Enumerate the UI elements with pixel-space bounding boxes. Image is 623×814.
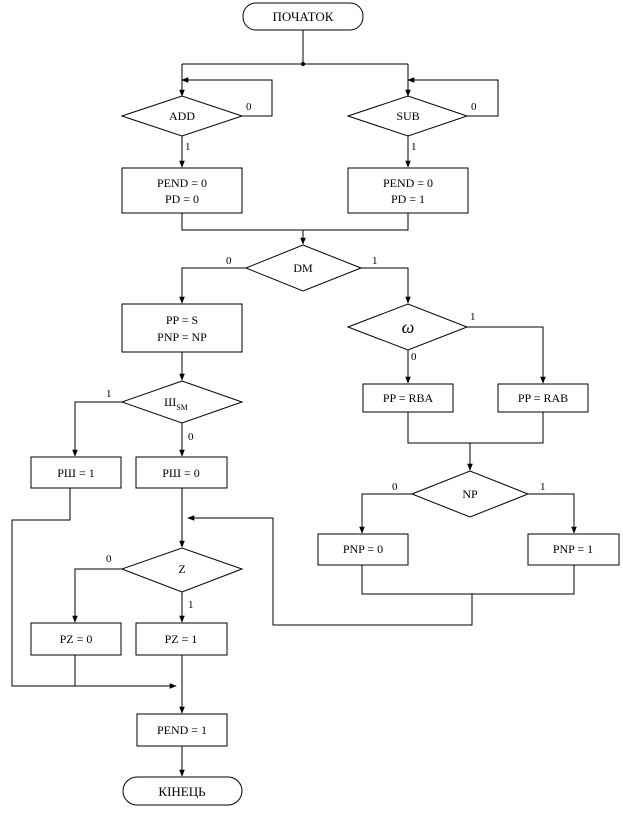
decision-sh-label: ШSM [164,395,188,412]
end-terminal: КІНЕЦЬ [122,776,243,806]
sh-yes-label: 1 [106,388,112,400]
dm-no-label: 0 [226,255,232,267]
decision-add: ADD [120,95,244,137]
start-terminal: ПОЧАТОК [242,2,364,31]
np-no-label: 0 [392,481,398,493]
block-add-pd: PD = 0 [165,192,199,206]
dm-yes-label: 1 [372,255,378,267]
decision-sh: ШSM [120,380,244,424]
z-no-label: 0 [106,553,112,565]
block-pz1: PZ = 1 [135,622,228,656]
block-pp-s-line2: PNP = NP [157,330,207,344]
block-pz0: PZ = 0 [30,622,122,656]
end-label: КІНЕЦЬ [158,784,206,799]
z-yes-label: 1 [188,599,194,611]
start-label: ПОЧАТОК [273,9,334,24]
block-pz1-label: PZ = 1 [165,632,198,646]
block-psh0-label: PШ = 0 [162,466,200,480]
block-pnp0: PNP = 0 [317,533,409,566]
add-yes-label: 1 [185,141,191,153]
np-yes-label: 1 [540,481,546,493]
block-pp-s: PP = S PNP = NP [121,303,243,353]
decision-dm: DM [244,244,363,292]
decision-np-label: NP [462,487,478,501]
decision-dm-label: DM [293,261,313,275]
branch-labels: 0 1 0 1 0 1 0 1 1 0 0 1 0 1 [106,101,546,611]
block-pp-rab: PP = RAB [497,383,589,413]
sub-no-label: 0 [471,101,477,113]
add-no-label: 0 [246,101,252,113]
sh-no-label: 0 [188,431,194,443]
block-add: PEND = 0 PD = 0 [121,167,243,214]
block-psh1-label: PШ = 1 [57,466,95,480]
omega-no-label: 0 [411,351,417,363]
block-psh0: PШ = 0 [135,456,228,489]
decision-omega: ω [346,303,469,351]
decision-z: Z [120,547,244,593]
decision-z-label: Z [178,562,185,576]
block-add-pend: PEND = 0 [157,176,207,190]
omega-yes-label: 1 [470,311,476,323]
block-pz0-label: PZ = 0 [60,632,93,646]
block-pp-s-line1: PP = S [166,313,198,327]
block-psh1: PШ = 1 [30,456,122,489]
block-pnp0-label: PNP = 0 [343,542,383,556]
block-pend1-label: PEND = 1 [157,723,207,737]
decision-omega-label: ω [402,317,415,337]
decision-add-label: ADD [169,109,195,123]
block-sub-pend: PEND = 0 [383,176,433,190]
block-sub: PEND = 0 PD = 1 [347,167,469,214]
decision-np: NP [410,470,530,518]
block-pp-rba-label: PP = RBA [383,391,434,405]
block-pnp1-label: PNP = 1 [553,542,593,556]
decision-sub-label: SUB [396,109,419,123]
block-pend1: PEND = 1 [136,713,228,747]
block-pp-rba: PP = RBA [362,383,454,413]
connectors [11,30,577,777]
block-sub-pd: PD = 1 [391,192,425,206]
block-pnp1: PNP = 1 [527,533,620,566]
sub-yes-label: 1 [411,141,417,153]
decision-sub: SUB [346,95,469,137]
block-pp-rab-label: PP = RAB [518,391,568,405]
